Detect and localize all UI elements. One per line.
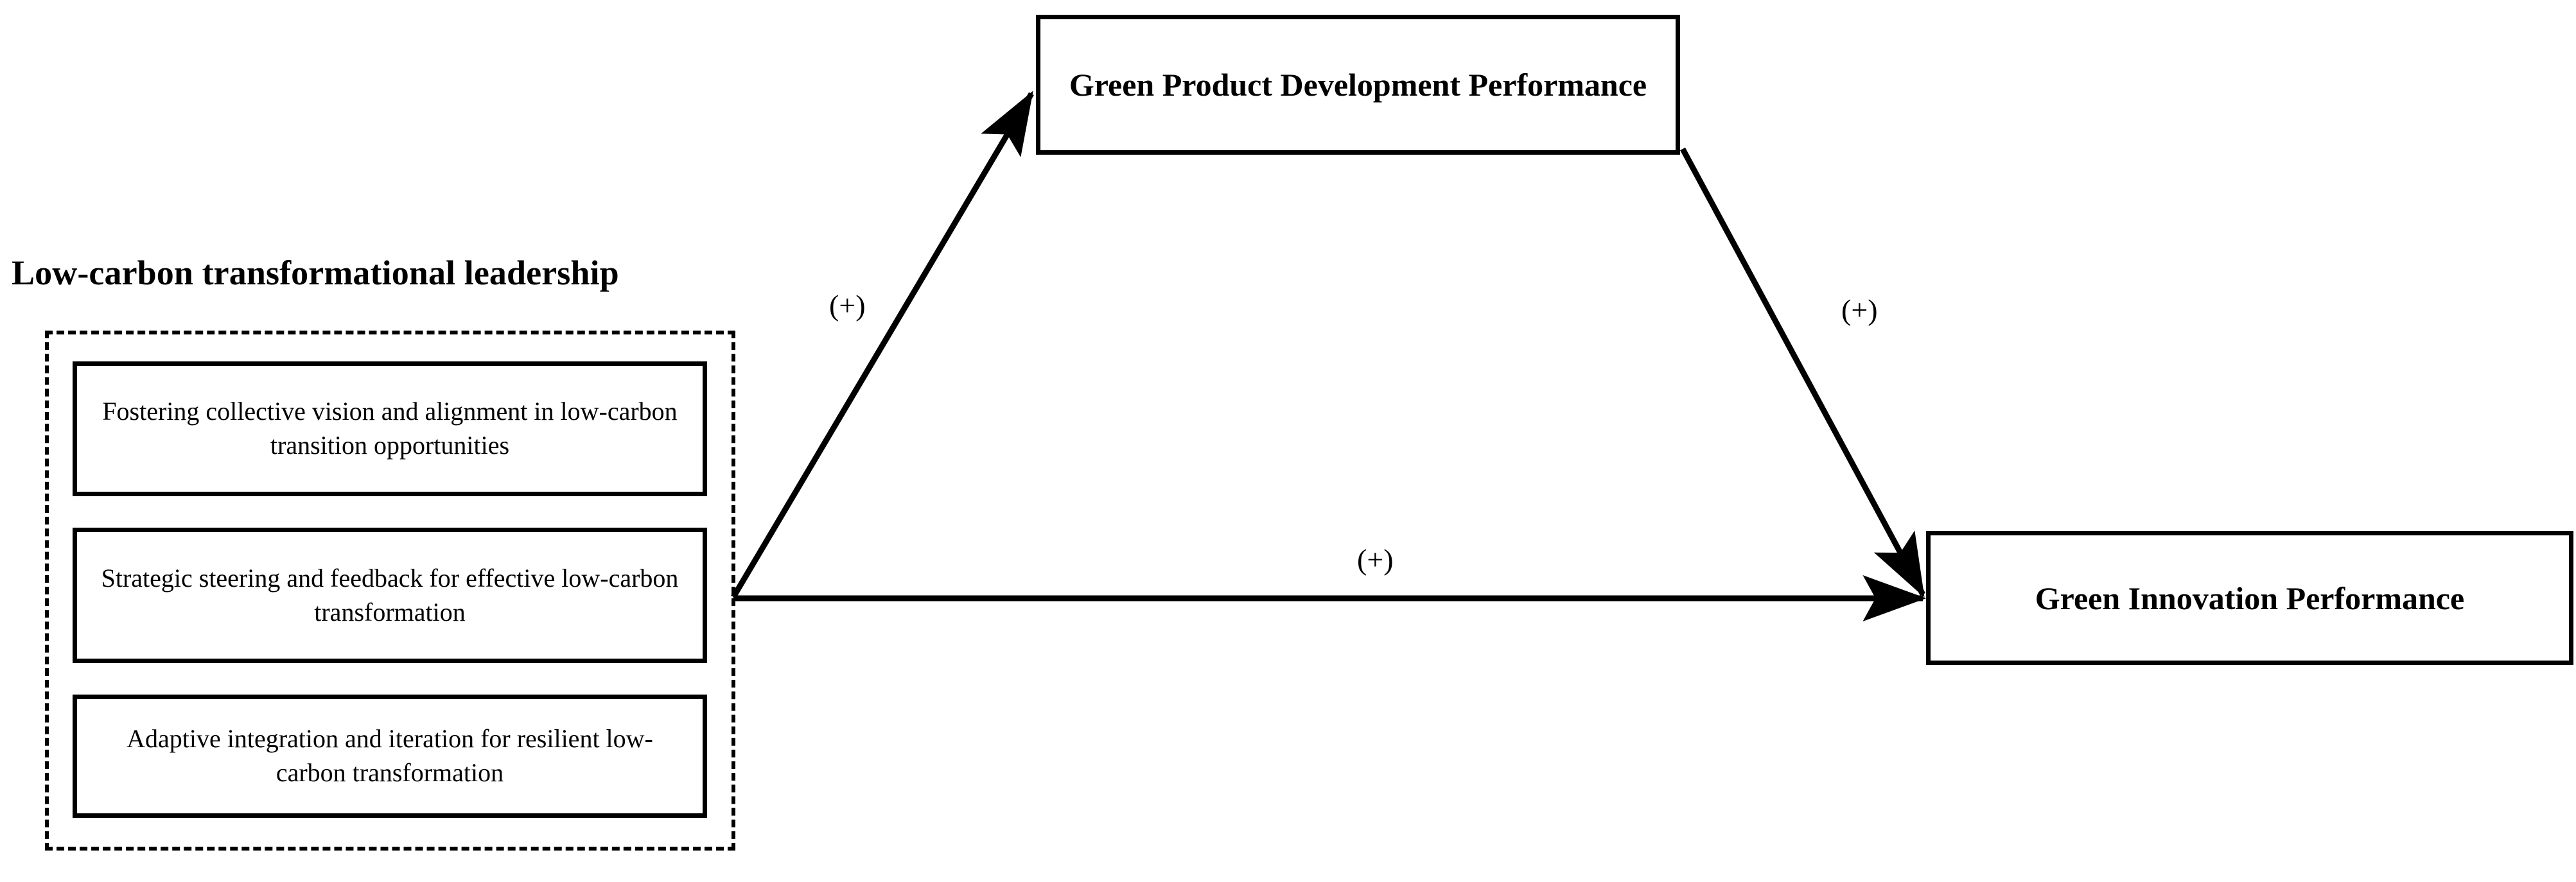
arrow-leadership-to-gpdp — [731, 91, 1034, 599]
dimension-box-2-label: Strategic steering and feedback for effe… — [101, 563, 679, 627]
green-product-development-performance-label: Green Product Development Performance — [1069, 67, 1647, 103]
sign-label-leadership-to-gip: (+) — [1357, 543, 1394, 576]
construct-title: Low-carbon transformational leadership — [12, 254, 619, 292]
dimension-box-3[interactable]: Adaptive integration and iteration for r… — [73, 695, 707, 818]
dimension-box-2[interactable]: Strategic steering and feedback for effe… — [73, 528, 707, 663]
sign-label-leadership-to-gpdp: (+) — [829, 289, 866, 322]
green-product-development-performance-box[interactable]: Green Product Development Performance — [1036, 15, 1680, 155]
dimension-box-3-label: Adaptive integration and iteration for r… — [127, 724, 653, 787]
construct-group-dashed-border — [45, 331, 735, 851]
green-innovation-performance-box[interactable]: Green Innovation Performance — [1926, 531, 2573, 665]
green-innovation-performance-label: Green Innovation Performance — [2035, 580, 2465, 616]
sign-label-gpdp-to-gip: (+) — [1841, 293, 1878, 326]
dimension-box-1[interactable]: Fostering collective vision and alignmen… — [73, 361, 707, 496]
dimension-box-1-label: Fostering collective vision and alignmen… — [102, 397, 678, 460]
arrow-gpdp-to-gip — [1680, 147, 1925, 598]
